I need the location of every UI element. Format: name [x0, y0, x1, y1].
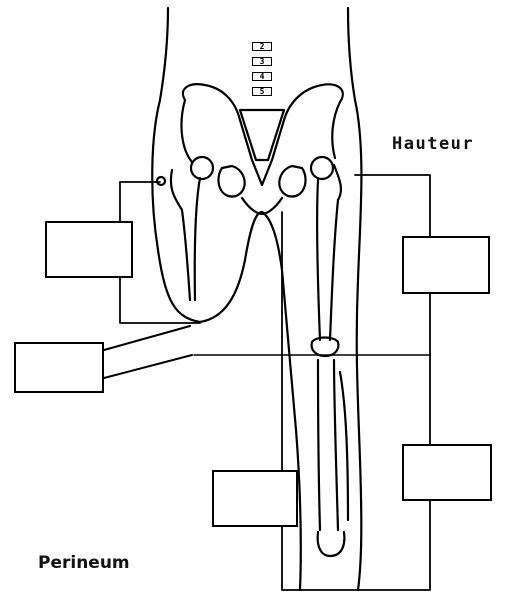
- body-outline-left: [152, 8, 262, 322]
- perineum-label: Perineum: [38, 553, 130, 573]
- vertebra-5: 5: [252, 87, 272, 96]
- answer-box-left-lower[interactable]: [14, 342, 104, 393]
- femur-head-right: [311, 157, 333, 179]
- vertebra-3: 3: [252, 57, 272, 66]
- femur-right: [317, 165, 341, 340]
- answer-box-center[interactable]: [212, 470, 298, 527]
- obturator-left: [218, 166, 244, 197]
- patella: [312, 338, 339, 357]
- height-label: Hauteur: [392, 134, 474, 154]
- iliac-left: [181, 100, 192, 162]
- tibia: [318, 360, 338, 530]
- body-outline-right: [348, 8, 361, 590]
- sacrum: [240, 110, 284, 160]
- pointer-line-lower: [104, 355, 192, 378]
- vertebra-4: 4: [252, 72, 272, 81]
- answer-box-right-lower[interactable]: [402, 444, 492, 501]
- obturator-right: [279, 166, 305, 197]
- ankle: [318, 532, 345, 556]
- pointer-line-upper: [104, 326, 190, 350]
- fibula: [340, 372, 348, 520]
- vertebra-2: 2: [252, 42, 272, 51]
- femur-left: [171, 170, 200, 300]
- marker-dot: [157, 177, 165, 185]
- pelvis-outline: [183, 84, 343, 185]
- answer-box-left-upper[interactable]: [45, 221, 133, 278]
- answer-box-right-upper[interactable]: [402, 236, 490, 294]
- femur-head-left: [191, 157, 213, 179]
